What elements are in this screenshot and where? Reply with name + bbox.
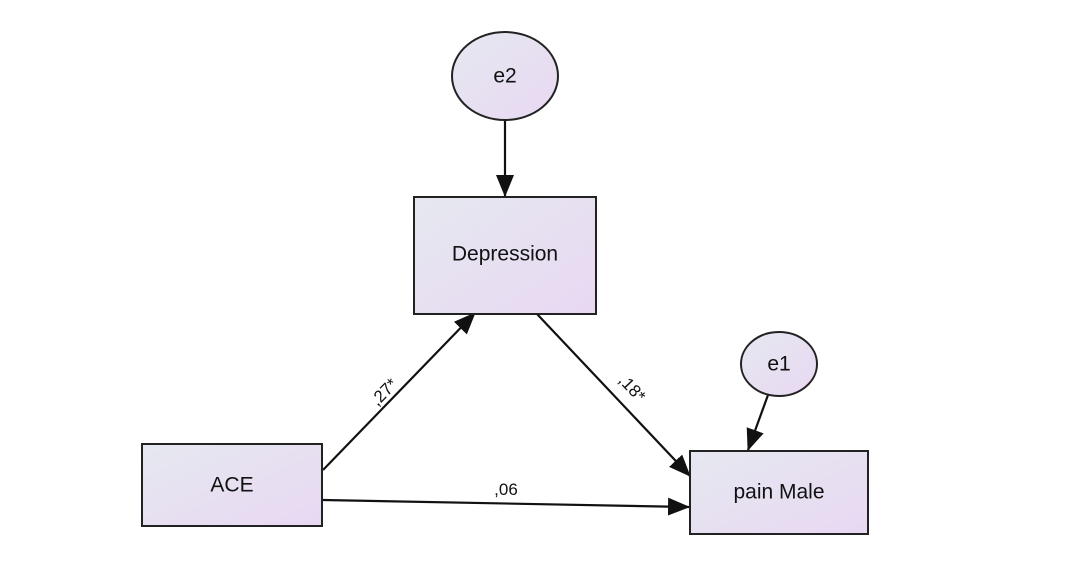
node-pain-male: pain Male	[689, 450, 869, 535]
node-pain-male-label: pain Male	[733, 481, 824, 504]
node-ace-label: ACE	[210, 474, 253, 497]
arrow-ace-to-depression	[322, 312, 476, 471]
node-e2-label: e2	[493, 65, 516, 88]
coef-ace-depression: ,27*	[367, 374, 402, 409]
node-depression: Depression	[413, 196, 597, 315]
node-e2: e2	[451, 31, 559, 121]
arrow-depression-to-pain-male	[536, 313, 691, 477]
arrow-e1-to-pain-male	[746, 394, 770, 451]
node-ace: ACE	[141, 443, 323, 527]
node-e1: e1	[740, 331, 818, 397]
coef-ace-pain: ,06	[494, 480, 518, 499]
node-e1-label: e1	[767, 353, 790, 376]
arrow-ace-to-pain-male	[322, 497, 690, 516]
node-depression-label: Depression	[452, 243, 558, 266]
